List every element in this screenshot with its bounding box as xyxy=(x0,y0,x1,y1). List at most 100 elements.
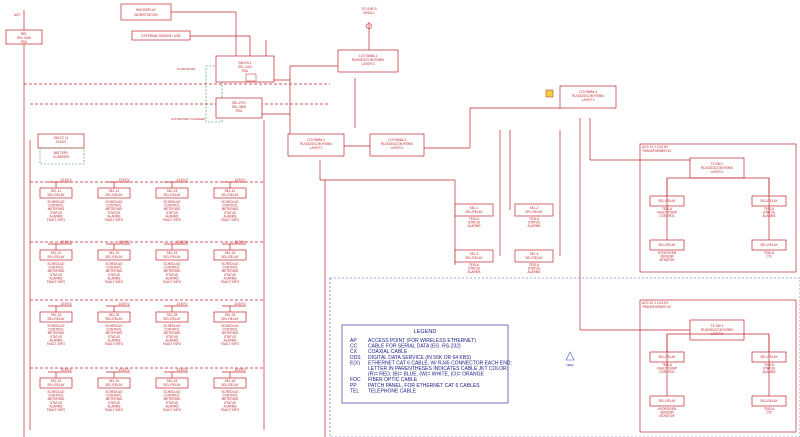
svg-text:RUGGEDCOM RS900: RUGGEDCOM RS900 xyxy=(701,328,733,332)
svg-text:TX SW-1: TX SW-1 xyxy=(711,324,724,328)
diagram-label: FAULT INFO xyxy=(105,218,124,222)
diagram-label: SEL-RELAY xyxy=(525,256,543,260)
green-zone xyxy=(205,65,223,123)
diagram-label: FAULT INFO xyxy=(221,218,240,222)
diagram-label: SEL-23 xyxy=(167,251,178,255)
diagram-label: SEL-RELAY xyxy=(760,399,778,403)
svg-text:TX SW-1: TX SW-1 xyxy=(711,162,724,166)
diagram-label: SEL-RELAY xyxy=(760,355,778,359)
diagram-label: 13.8 KV xyxy=(176,240,188,244)
diagram-label: SEL-RELAY xyxy=(221,193,239,197)
diagram-label: METERING xyxy=(106,207,123,211)
legend-desc: PATCH PANEL, FOR ETHERNET CAT 6 CABLES xyxy=(368,383,480,389)
diagram-label: SEL-42 xyxy=(109,379,120,383)
diagram-label: ALARMS xyxy=(223,338,236,342)
svg-text:LAYER 2: LAYER 2 xyxy=(711,170,724,174)
diagram-label: TESLA xyxy=(529,263,540,267)
svg-text:TRANSFORMER #1: TRANSFORMER #1 xyxy=(642,149,671,153)
diagram-label: SCHEDULE xyxy=(47,262,64,266)
diagram-label: SCHEDULE xyxy=(163,390,180,394)
diagram-label: FAULT INFO xyxy=(163,218,182,222)
diagram-label: TESLA xyxy=(764,363,775,367)
svg-text:LC9 SW64-2: LC9 SW64-2 xyxy=(307,138,325,142)
feeder-relay: 13.8 KVSEL-12SEL-RELAYSCHEDULECONTROLMET… xyxy=(97,178,131,222)
diagram-label: TESLA xyxy=(529,217,540,221)
svg-text:SEL-2440: SEL-2440 xyxy=(17,36,31,40)
feeder-relay: 13.8 KVSEL-14SEL-RELAYSCHEDULECONTROLMET… xyxy=(213,178,247,222)
svg-text:HMI DISPLAY: HMI DISPLAY xyxy=(136,8,157,12)
diagram-label: METERING xyxy=(48,331,65,335)
diagram-label: 13.8 KV xyxy=(60,240,72,244)
legend-desc: (R)= RED, (B)= BLUE, (W)= WHITE, (O)= OR… xyxy=(368,372,485,378)
upper-switch: LC9 SW64-1 RUGGEDCOM RS900 LAYER 3 xyxy=(337,49,399,73)
diagram-label: 13.8 KV xyxy=(118,368,130,372)
diagram-label: METERING xyxy=(48,207,65,211)
diagram-label: ALARMS xyxy=(49,214,62,218)
diagram-label: STATUS xyxy=(108,211,120,215)
diagram-label: SEL-RELAY xyxy=(658,243,676,247)
svg-text:RUGGEDCOM RS900: RUGGEDCOM RS900 xyxy=(300,142,332,146)
north-marker-icon xyxy=(565,351,575,361)
diagram-label: FAULT INFO xyxy=(105,408,124,412)
diagram-label: FAULT INFO xyxy=(47,408,66,412)
svg-text:TO NETWORK: TO NETWORK xyxy=(177,67,196,71)
diagram-label: SEL-22 xyxy=(109,251,120,255)
svg-text:LC9 SW64-3: LC9 SW64-3 xyxy=(388,138,406,142)
diagram-label: SCHEDULE xyxy=(105,200,122,204)
svg-text:CHARGER: CHARGER xyxy=(53,155,70,159)
diagram-label: HYDROGEN xyxy=(658,407,677,411)
diagram-label: TESLA xyxy=(764,407,775,411)
diagram-label: FAULT INFO xyxy=(105,342,124,346)
main-switch-b: LC9 SW64-3 RUGGEDCOM RS900 LAYER 2 xyxy=(369,133,425,157)
svg-text:LC9 SW64-4: LC9 SW64-4 xyxy=(579,90,597,94)
svg-text:SEL-3505: SEL-3505 xyxy=(232,105,246,109)
diagram-label: STATUS xyxy=(166,211,178,215)
diagram-label: FAULT INFO xyxy=(163,342,182,346)
diagram-label: SEL-RELAY xyxy=(163,383,181,387)
diagram-label: ALARMS xyxy=(107,404,120,408)
svg-text:AUX BATTERY CHARGER: AUX BATTERY CHARGER xyxy=(171,117,205,121)
diagram-label: SEL-13 xyxy=(167,189,178,193)
diagram-label: ALARMS xyxy=(165,404,178,408)
feeder-relay: 13.8 KVSEL-32SEL-RELAYSCHEDULECONTROLMET… xyxy=(97,302,131,346)
svg-text:SEL-RTU: SEL-RTU xyxy=(232,101,246,105)
diagram-label: 13.8 KV xyxy=(60,178,72,182)
diagram-label: SCHEDULE xyxy=(47,324,64,328)
diagram-label: SEL-RELAY xyxy=(658,199,676,203)
svg-text:AREA 1: AREA 1 xyxy=(363,11,374,15)
feeder-relay: 13.8 KVSEL-34SEL-RELAYSCHEDULECONTROLMET… xyxy=(213,302,247,346)
diagram-label: STATUS xyxy=(528,267,540,271)
legend-desc: ETHERNET CAT 6 CABLE, W/ RJ45 CONNECTOR … xyxy=(368,360,512,366)
diagram-label: SEL-14 xyxy=(225,189,236,193)
diagram-label: SCHEDULE xyxy=(105,324,122,328)
diagram-label: ALARMS xyxy=(467,224,480,228)
diagram-label: CONTROL xyxy=(222,394,238,398)
diagram-label: FAULT INFO xyxy=(47,342,66,346)
radio-link: TO LINE B AREA 1 xyxy=(361,7,377,29)
diagram-label: 13.8 KV xyxy=(60,302,72,306)
diagram-label: CONTROL xyxy=(106,394,122,398)
diagram-label: 13.8 KV xyxy=(118,302,130,306)
diagram-label: 13.8 KV xyxy=(118,240,130,244)
feeder-relay: 13.8 KVSEL-31SEL-RELAYSCHEDULECONTROLMET… xyxy=(39,302,73,346)
diagram-label: SEL-24 xyxy=(225,251,236,255)
diagram-label: MONITOR xyxy=(660,258,676,262)
diagram-label: SEL-RELAY xyxy=(47,255,65,259)
feeder-relay: 13.8 KVSEL-23SEL-RELAYSCHEDULECONTROLMET… xyxy=(155,240,189,284)
diagram-label: ALARMS xyxy=(49,338,62,342)
main-switch-a: LC9 SW64-2 RUGGEDCOM RS900 LAYER 2 xyxy=(287,133,345,157)
diagram-label: 13.8 KV xyxy=(176,178,188,182)
diagram-label: 13.8 KV xyxy=(176,368,188,372)
top-switch: SW-RS 1 SEL-2411 RSU xyxy=(215,55,275,83)
diagram-label: ALARMS xyxy=(49,276,62,280)
diagram-label: SEL-RELAY xyxy=(525,210,543,214)
diagram-label: CONTROL xyxy=(164,266,180,270)
diagram-label: SENSOR xyxy=(660,411,674,415)
legend-abbr: PP xyxy=(350,383,357,389)
svg-text:RSU: RSU xyxy=(21,40,28,44)
